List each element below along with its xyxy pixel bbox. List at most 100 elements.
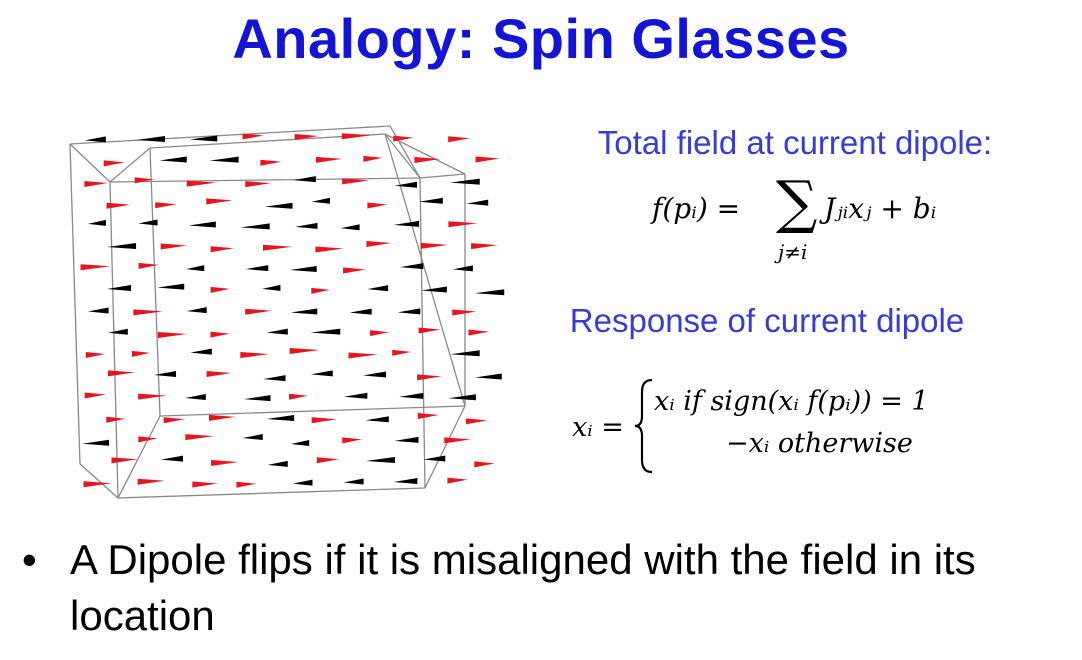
triangle-arrow-icon	[133, 309, 163, 316]
triangle-arrow-icon	[400, 263, 424, 270]
lattice-edge	[109, 147, 151, 183]
bullet-text: A Dipole flips if it is misaligned with …	[70, 536, 976, 639]
triangle-arrow-icon	[136, 136, 165, 143]
triangle-arrow-icon	[294, 133, 319, 140]
triangle-arrow-icon	[474, 373, 502, 380]
triangle-arrow-icon	[154, 370, 177, 377]
triangle-arrow-icon	[138, 262, 159, 269]
triangle-arrow-icon	[211, 460, 239, 467]
triangle-arrow-icon	[466, 418, 488, 425]
triangle-arrow-icon	[343, 392, 368, 399]
triangle-arrow-icon	[84, 136, 106, 143]
triangle-arrow-icon	[210, 246, 234, 253]
triangle-arrow-icon	[103, 160, 125, 167]
triangle-arrow-icon	[417, 374, 442, 381]
triangle-arrow-icon	[155, 202, 177, 209]
equation-case-otherwise: −xᵢ otherwise	[726, 428, 913, 459]
triangle-arrow-icon	[87, 219, 106, 226]
triangle-arrow-icon	[264, 202, 293, 209]
triangle-arrow-icon	[342, 437, 362, 444]
triangle-arrow-icon	[240, 352, 269, 359]
triangle-arrow-icon	[157, 332, 187, 339]
triangle-arrow-icon	[186, 307, 207, 314]
triangle-arrow-icon	[448, 136, 470, 143]
triangle-arrow-icon	[343, 267, 366, 274]
triangle-arrow-icon	[84, 181, 108, 188]
triangle-arrow-icon	[206, 371, 231, 378]
triangle-arrow-icon	[310, 328, 341, 335]
triangle-arrow-icon	[417, 413, 439, 420]
lattice-edge	[69, 125, 391, 145]
triangle-arrow-icon	[365, 456, 395, 463]
triangle-arrow-icon	[418, 327, 441, 334]
triangle-arrow-icon	[474, 461, 495, 468]
triangle-arrow-icon	[293, 176, 316, 183]
triangle-arrow-icon	[266, 328, 288, 335]
triangle-arrow-icon	[452, 265, 473, 272]
triangle-arrow-icon	[450, 350, 480, 357]
triangle-arrow-icon	[189, 135, 218, 142]
triangle-arrow-icon	[138, 436, 158, 443]
triangle-arrow-icon	[236, 481, 256, 488]
triangle-arrow-icon	[420, 242, 448, 249]
triangle-arrow-icon	[471, 243, 498, 250]
triangle-arrow-icon	[310, 370, 333, 377]
caption-response: Response of current dipole	[569, 302, 965, 339]
summation-icon: ∑	[776, 168, 818, 236]
triangle-arrow-icon	[315, 246, 344, 253]
triangle-arrow-icon	[84, 392, 106, 399]
triangle-arrow-icon	[243, 395, 271, 402]
equation-case-flip: xᵢ if sign(xᵢ f(pᵢ)) = 1	[654, 386, 929, 417]
lattice-edge	[69, 143, 111, 183]
triangle-arrow-icon	[393, 478, 418, 485]
triangle-arrow-icon	[444, 437, 471, 444]
triangle-arrow-icon	[394, 436, 419, 443]
triangle-arrow-icon	[367, 285, 389, 292]
triangle-arrow-icon	[311, 417, 337, 424]
triangle-arrow-icon	[245, 181, 271, 188]
triangle-arrow-icon	[108, 328, 128, 335]
triangle-arrow-icon	[342, 178, 369, 185]
bullet-dot-icon: •	[22, 536, 37, 583]
triangle-arrow-icon	[366, 240, 392, 247]
triangle-arrow-icon	[260, 159, 282, 166]
lattice-edge	[424, 405, 466, 489]
lattice-edge	[109, 181, 119, 499]
triangle-arrow-icon	[363, 155, 383, 162]
triangle-arrow-icon	[289, 348, 320, 355]
triangle-arrow-icon	[185, 434, 214, 441]
lattice-edge	[117, 487, 426, 499]
triangle-arrow-icon	[452, 309, 477, 316]
triangle-arrow-icon	[192, 481, 218, 488]
triangle-arrow-icon	[392, 349, 411, 356]
triangle-arrow-icon	[160, 243, 187, 250]
triangle-arrow-icon	[289, 393, 308, 400]
lattice-edge	[389, 125, 421, 179]
triangle-arrow-icon	[290, 439, 310, 446]
triangle-arrow-icon	[292, 479, 313, 486]
triangle-arrow-icon	[157, 283, 185, 290]
triangle-arrow-icon	[134, 177, 155, 184]
triangle-arrow-icon	[209, 414, 236, 421]
triangle-arrow-icon	[468, 329, 490, 336]
triangle-arrow-icon	[266, 414, 295, 421]
triangle-arrow-icon	[206, 198, 233, 205]
triangle-arrow-icon	[316, 457, 339, 464]
triangle-arrow-icon	[262, 284, 281, 291]
triangle-arrow-icon	[210, 331, 230, 338]
lattice-edge	[384, 133, 466, 175]
lattice-edge	[419, 177, 426, 489]
triangle-arrow-icon	[186, 265, 205, 272]
lattice-edge	[384, 133, 421, 179]
triangle-arrow-icon	[423, 455, 446, 462]
triangle-arrow-icon	[88, 307, 109, 314]
lattice-edge	[117, 415, 161, 499]
triangle-arrow-icon	[393, 220, 420, 227]
lattice-edges	[69, 125, 466, 499]
summation-index: j≠i	[778, 240, 808, 264]
triangle-arrow-icon	[466, 199, 489, 206]
triangle-arrow-icon	[394, 181, 417, 188]
triangle-arrow-icon	[186, 180, 217, 187]
triangle-arrow-icon	[85, 351, 105, 358]
triangle-arrow-icon	[311, 287, 330, 294]
